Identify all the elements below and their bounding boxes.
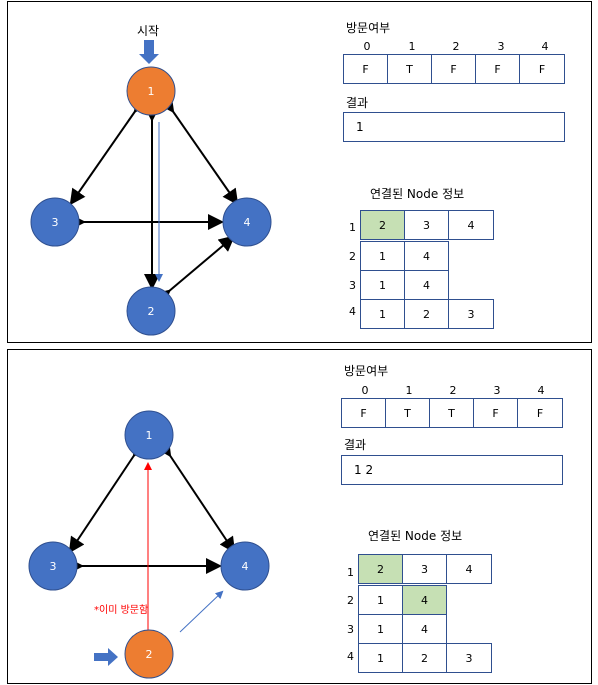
nodes-title: 연결된 Node 정보 — [370, 187, 465, 201]
visited-cell-3: F — [473, 398, 518, 428]
index-3: 3 — [493, 384, 501, 397]
node-row-index-3: 3 — [347, 623, 354, 636]
node-cell-4-3: 3 — [446, 643, 492, 673]
edge-2-4 — [153, 235, 236, 306]
edge-1-4 — [158, 95, 239, 206]
graph-node-1-label: 1 — [148, 85, 155, 98]
graph-node-4 — [220, 541, 270, 591]
graph-node-4-label: 4 — [242, 560, 249, 573]
node-cell-2-2: 4 — [402, 585, 447, 615]
index-1: 1 — [408, 40, 416, 53]
graph-node-3-label: 3 — [50, 560, 57, 573]
current-pointer-icon — [94, 648, 118, 666]
graph-node-1 — [124, 410, 174, 460]
node-cell-1-1: 2 — [360, 210, 405, 240]
node-cell-2-1: 1 — [358, 585, 403, 615]
node-row-index-4: 4 — [349, 305, 356, 318]
node-cell-1-3: 4 — [446, 554, 492, 584]
graph-node-2 — [124, 629, 174, 679]
visited-title: 방문여부 — [346, 21, 391, 35]
node-cell-4-2: 2 — [402, 643, 447, 673]
graph-node-3-label: 3 — [52, 216, 59, 229]
node-row-index-2: 2 — [347, 594, 354, 607]
index-2: 2 — [452, 40, 460, 53]
next-traversal-arrow — [179, 590, 224, 633]
index-3: 3 — [497, 40, 505, 53]
graph-diagram: 1 2 3 4 — [28, 410, 270, 679]
graph-node-4 — [222, 197, 272, 247]
visited-cell-1: T — [385, 398, 430, 428]
visited-cell-4: F — [517, 398, 563, 428]
graph-node-2 — [126, 286, 176, 336]
edge-1-3 — [69, 95, 150, 206]
visited-cell-0: F — [341, 398, 386, 428]
result-title: 결과 — [344, 438, 367, 452]
graph-node-2-label: 2 — [146, 648, 153, 661]
index-4: 4 — [537, 384, 545, 397]
nodes-title: 연결된 Node 정보 — [368, 529, 463, 543]
node-cell-4-3: 3 — [448, 299, 494, 329]
node-row-index-2: 2 — [349, 250, 356, 263]
edge-1-3 — [68, 439, 149, 554]
visited-cell-3: F — [475, 54, 520, 84]
node-cell-1-3: 4 — [448, 210, 494, 240]
result-box: 1 2 — [341, 455, 563, 485]
node-cell-4-1: 1 — [358, 643, 403, 673]
index-0: 0 — [361, 384, 369, 397]
graph-node-2-label: 2 — [148, 305, 155, 318]
result-title: 결과 — [346, 96, 369, 110]
index-4: 4 — [541, 40, 549, 53]
node-cell-1-2: 3 — [404, 210, 449, 240]
node-row-index-1: 1 — [349, 221, 356, 234]
panel-step-1: 1 2 3 4 시작 방문여부 0 1 2 3 4 F T F F F 결과 1… — [7, 1, 592, 343]
visited-cell-0: F — [343, 54, 388, 84]
graph-node-1-label: 1 — [146, 429, 153, 442]
node-cell-3-2: 4 — [402, 614, 447, 644]
visited-cell-2: T — [429, 398, 474, 428]
node-row-index-4: 4 — [347, 650, 354, 663]
node-cell-1-2: 3 — [402, 554, 447, 584]
visited-cell-1: T — [387, 54, 432, 84]
node-cell-2-2: 4 — [404, 241, 449, 271]
already-visited-label: *이미 방문함 — [94, 605, 149, 616]
visited-cell-4: F — [519, 54, 565, 84]
start-label: 시작 — [137, 24, 160, 38]
graph-node-1 — [126, 66, 176, 116]
node-cell-4-1: 1 — [360, 299, 405, 329]
visited-cell-2: F — [431, 54, 476, 84]
node-cell-2-1: 1 — [360, 241, 405, 271]
start-arrow-icon — [139, 40, 159, 64]
node-row-index-3: 3 — [349, 279, 356, 292]
node-cell-1-1: 2 — [358, 554, 403, 584]
result-box: 1 — [343, 112, 565, 142]
index-1: 1 — [405, 384, 413, 397]
index-0: 0 — [363, 40, 371, 53]
index-2: 2 — [449, 384, 457, 397]
panel-step-2: 1 2 3 4 *이미 방문함 방문여부 0 1 2 3 4 F T T F F… — [7, 349, 592, 684]
graph-diagram: 1 2 3 4 — [30, 40, 272, 336]
node-cell-4-2: 2 — [404, 299, 449, 329]
node-row-index-1: 1 — [347, 566, 354, 579]
edge-1-4 — [155, 439, 236, 554]
visited-title: 방문여부 — [344, 364, 389, 378]
node-cell-3-1: 1 — [358, 614, 403, 644]
graph-node-3 — [30, 197, 80, 247]
graph-node-3 — [28, 541, 78, 591]
graph-node-4-label: 4 — [244, 216, 251, 229]
node-cell-3-2: 4 — [404, 270, 449, 300]
node-cell-3-1: 1 — [360, 270, 405, 300]
